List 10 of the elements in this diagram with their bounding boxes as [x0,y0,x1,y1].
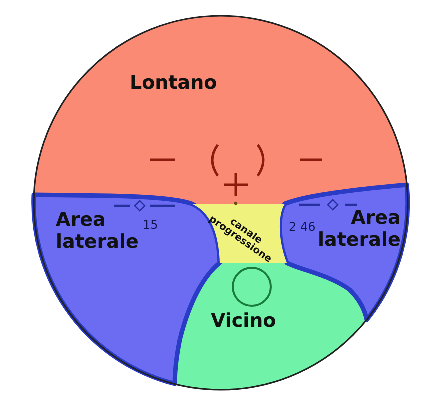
near-vision-zone [175,263,367,390]
far-vision-zone [34,16,407,204]
zone-label: Area laterale [318,208,401,252]
zone-label: Area laterale [56,210,139,254]
number-label: 15 [143,219,158,232]
progression-channel-zone [192,204,287,266]
zone-label: Vicino [211,311,276,333]
zone-label: Lontano [130,73,217,95]
lateral-zone [278,182,410,322]
number-label: 2 46 [289,221,316,234]
